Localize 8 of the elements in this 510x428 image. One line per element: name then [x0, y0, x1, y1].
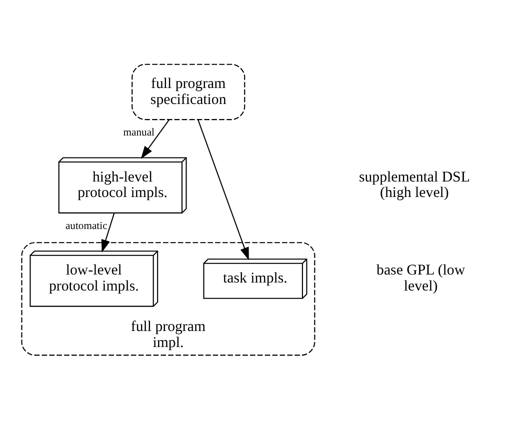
edge-label: manual — [122, 128, 154, 139]
arrow — [140, 120, 169, 159]
edge-label: automatic — [64, 221, 107, 232]
label: supplemental DSL (high level) — [358, 169, 470, 202]
arrow — [197, 120, 248, 260]
node-box: full program specification — [131, 64, 245, 120]
arrow — [100, 213, 114, 253]
label: base GPL (low level) — [376, 262, 465, 295]
